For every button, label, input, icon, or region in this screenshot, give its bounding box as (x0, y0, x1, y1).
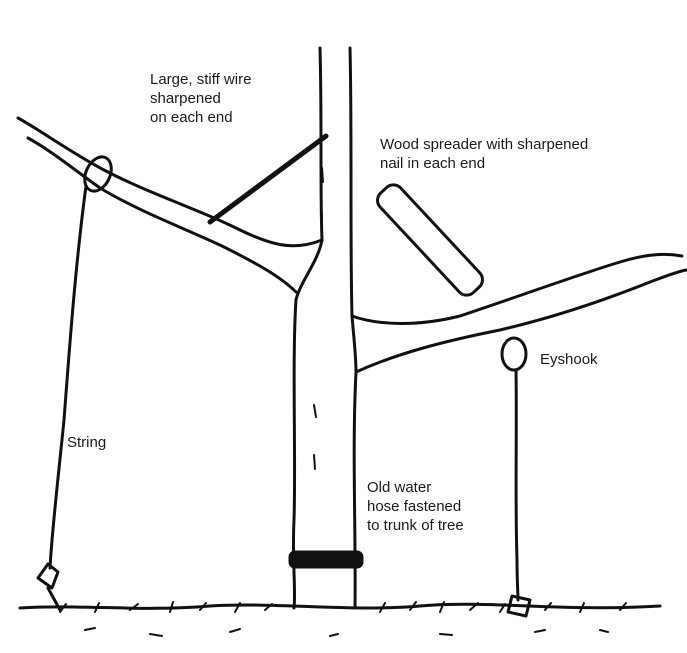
spreader-body (373, 181, 486, 300)
wire-brace (210, 136, 326, 222)
trunk-left-edge (293, 48, 322, 608)
hose-band (290, 552, 362, 567)
left-stake (38, 564, 60, 610)
ground-line (20, 604, 660, 608)
eyehook (502, 338, 526, 370)
eyehook-ring (502, 338, 526, 370)
label-string: String (67, 433, 147, 452)
label-eyehook: Eyshook (540, 350, 660, 369)
left-limb-lower (28, 138, 296, 292)
trunk-right-edge (350, 48, 356, 608)
label-wire: Large, stiff wire sharpened on each end (150, 70, 320, 127)
left-string-line (50, 186, 86, 568)
ground (20, 602, 660, 636)
left-limb-upper (18, 118, 322, 246)
label-hose: Old water hose fastened to trunk of tree (367, 478, 527, 535)
trunk-detail (314, 168, 323, 469)
wood-spreader (373, 181, 486, 300)
trunk (293, 48, 356, 608)
left-limb (18, 118, 322, 292)
label-spreader: Wood spreader with sharpened nail in eac… (380, 135, 680, 173)
left-string (38, 153, 116, 610)
